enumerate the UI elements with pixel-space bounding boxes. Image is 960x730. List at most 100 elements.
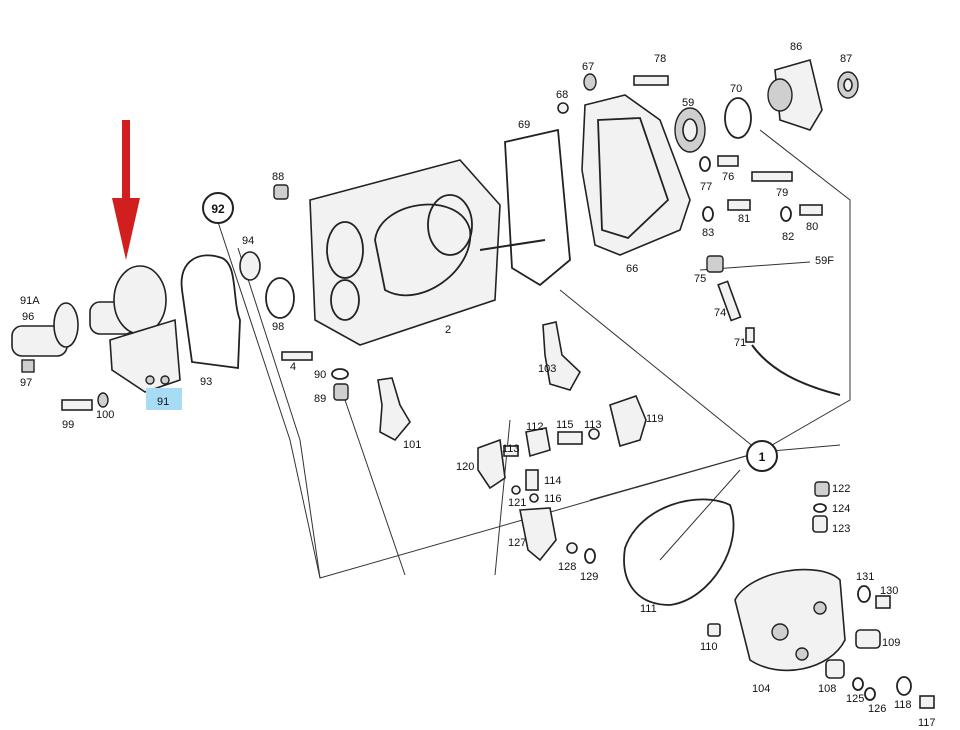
- flange-86: [767, 59, 823, 131]
- label-113a: 113: [502, 443, 520, 455]
- label-90: 90: [314, 369, 326, 381]
- bolt-97: [21, 359, 35, 373]
- seal-94: [239, 251, 261, 281]
- label-91A: 91A: [20, 295, 40, 307]
- label-70: 70: [730, 83, 742, 95]
- label-68: 68: [556, 89, 568, 101]
- label-115: 115: [556, 419, 574, 431]
- bolt-99: [61, 399, 93, 411]
- plug-67: [583, 73, 597, 91]
- ring-98: [265, 277, 295, 319]
- label-122: 122: [832, 483, 850, 495]
- label-119: 119: [646, 413, 664, 425]
- label-99: 99: [62, 419, 74, 431]
- label-131: 131: [856, 571, 874, 583]
- bolt-117: [919, 695, 935, 709]
- label-113b: 113: [584, 419, 602, 431]
- plug-80: [799, 204, 823, 216]
- highlight-box: [146, 388, 182, 410]
- label-116: 116: [544, 493, 562, 505]
- label-126: 126: [868, 703, 886, 715]
- label-101: 101: [403, 439, 421, 451]
- ring-131: [857, 585, 871, 603]
- input-shaft-assembly: [11, 265, 181, 393]
- label-66: 66: [626, 263, 638, 275]
- seal-70: [724, 97, 752, 139]
- spring-115: [557, 431, 583, 445]
- label-69: 69: [518, 119, 530, 131]
- plug-122: [814, 481, 830, 497]
- label-130: 130: [880, 585, 898, 597]
- gasket-93: [180, 254, 241, 370]
- label-76: 76: [722, 171, 734, 183]
- plug-123: [812, 515, 828, 533]
- label-121: 121: [508, 497, 526, 509]
- fork-103: [542, 321, 582, 391]
- pin-110: [707, 623, 721, 637]
- label-98: 98: [272, 321, 284, 333]
- label-103: 103: [538, 363, 556, 375]
- callout-92: 92: [202, 192, 234, 224]
- label-118: 118: [894, 699, 912, 711]
- label-74: 74: [714, 307, 726, 319]
- washer-124: [813, 503, 827, 513]
- washer-83: [702, 206, 714, 222]
- label-100: 100: [96, 409, 114, 421]
- part-labels: 91A 96 97 99 100 91 93 94 98 88 4 2 90 8…: [20, 41, 936, 729]
- bracket-112: [525, 427, 551, 458]
- label-124: 124: [832, 503, 850, 515]
- bolt-76: [717, 155, 739, 167]
- washer-77: [699, 156, 711, 172]
- spring-114: [525, 469, 539, 491]
- label-109: 109: [882, 637, 900, 649]
- washer-90: [331, 368, 349, 380]
- label-67: 67: [582, 61, 594, 73]
- label-59F: 59F: [815, 255, 834, 267]
- label-89: 89: [314, 393, 326, 405]
- ball-116: [529, 493, 539, 503]
- fork-101: [377, 377, 411, 442]
- pin-121: [511, 485, 521, 495]
- label-87: 87: [840, 53, 852, 65]
- label-123: 123: [832, 523, 850, 535]
- label-129: 129: [580, 571, 598, 583]
- label-59: 59: [682, 97, 694, 109]
- label-114: 114: [544, 475, 562, 487]
- fitting-71: [745, 327, 755, 343]
- callout-label: 1: [759, 450, 766, 464]
- lever-119: [609, 394, 647, 448]
- clip-129: [584, 548, 596, 564]
- bolt-78: [633, 75, 669, 86]
- nut-87: [837, 71, 859, 99]
- gear-59: [674, 107, 706, 153]
- label-127: 127: [508, 537, 526, 549]
- shaft-127: [519, 507, 557, 562]
- label-80: 80: [806, 221, 818, 233]
- label-108: 108: [818, 683, 836, 695]
- gasket-69: [504, 128, 571, 287]
- ring-118: [896, 676, 912, 696]
- label-97: 97: [20, 377, 32, 389]
- callout-label: 92: [211, 202, 225, 216]
- bush-108: [825, 659, 845, 679]
- clip-126: [864, 687, 876, 701]
- part-113a: [503, 445, 519, 457]
- label-2: 2: [445, 324, 451, 336]
- label-82: 82: [782, 231, 794, 243]
- label-81: 81: [738, 213, 750, 225]
- plug-89: [333, 383, 349, 401]
- label-117: 117: [918, 717, 936, 729]
- main-housing: [309, 159, 546, 346]
- side-cover-104: [734, 568, 846, 672]
- label-120: 120: [456, 461, 474, 473]
- label-93: 93: [200, 376, 212, 388]
- label-86: 86: [790, 41, 802, 53]
- ball-113b: [588, 428, 600, 440]
- label-128: 128: [558, 561, 576, 573]
- bush-109: [855, 629, 881, 649]
- washer-125: [852, 677, 864, 691]
- label-91: 91: [157, 396, 169, 408]
- pin-128: [566, 542, 578, 554]
- callout-1: 1: [746, 440, 778, 472]
